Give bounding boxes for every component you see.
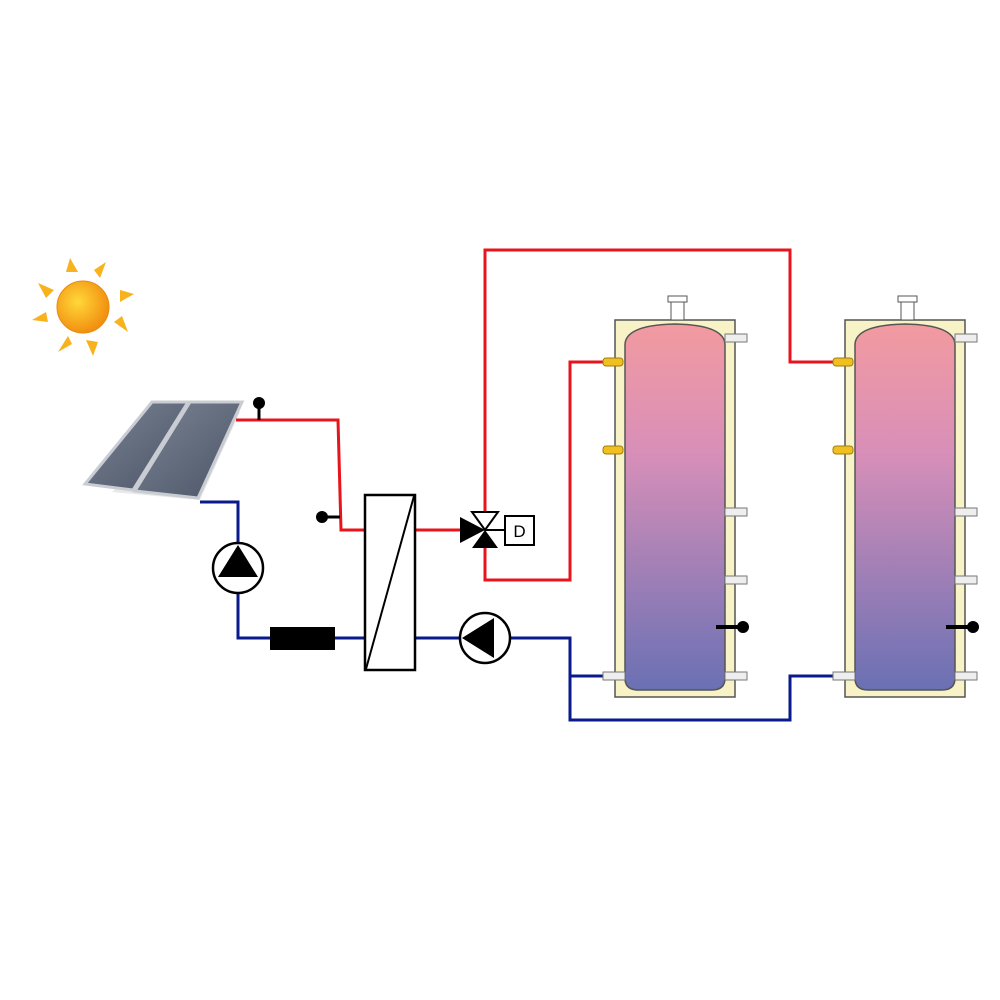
sun-icon (32, 258, 134, 356)
heat-exchanger-icon (363, 493, 417, 672)
tank-icon (602, 295, 749, 698)
tank-icon (832, 295, 979, 698)
hot-flow-lines (236, 248, 835, 582)
filter-icon (270, 627, 335, 650)
pump-icon (211, 541, 265, 595)
cold-flow-lines (200, 500, 835, 722)
sensor-icon (253, 397, 265, 420)
pump-icon (458, 611, 512, 665)
valve-actuator: D (504, 515, 535, 546)
actuator-label: D (513, 522, 525, 541)
solar-panel-icon (82, 400, 245, 500)
sensor-icon (316, 511, 340, 523)
valve-icon (460, 511, 505, 548)
